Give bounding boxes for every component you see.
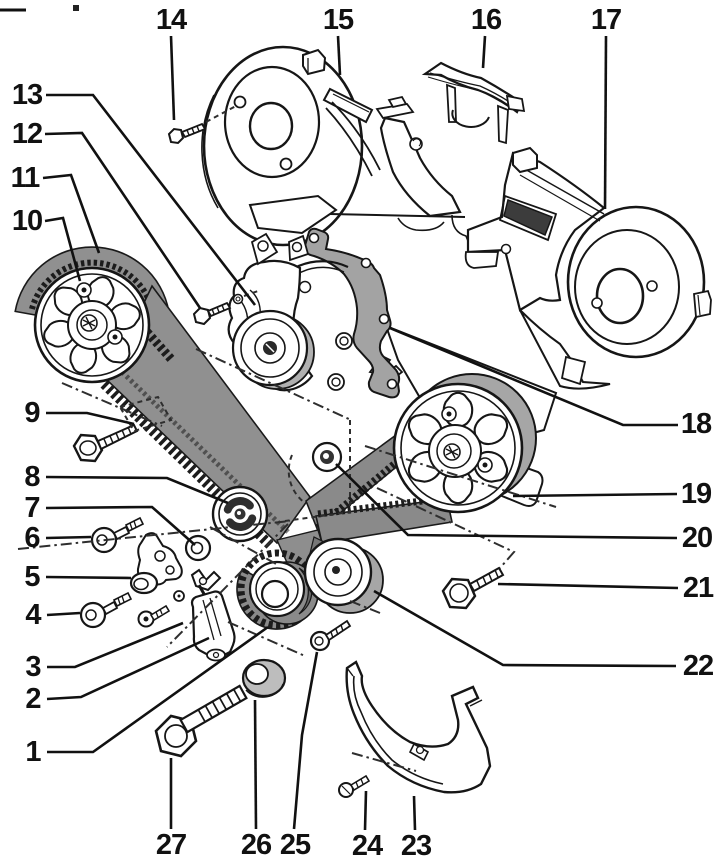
bolt-3 [137,604,171,628]
callout-25-leader [292,651,319,830]
cover-screw-24 [338,774,371,798]
callout-13-leader [46,93,257,306]
callout-label-9: 9 [24,397,40,429]
cover-bolt-14 [167,105,237,145]
callout-11-leader [42,173,101,254]
callout-label-23: 23 [401,830,432,862]
callout-15-leader [336,35,342,76]
callout-23-leader [412,795,417,831]
callout-label-21: 21 [683,572,714,604]
callout-label-26: 26 [241,829,272,861]
callout-5-leader [45,575,132,580]
callout-2-leader [46,636,210,701]
socket-bolt-25 [309,619,352,652]
callout-17-leader [603,35,608,210]
callout-3-leader [47,621,184,669]
callout-8-leader [45,475,229,505]
tensioner-lever [129,532,183,595]
callout-20-leader [335,463,678,540]
callout-label-5: 5 [24,561,40,593]
callout-label-11: 11 [11,162,41,194]
stud-roller-20 [311,441,343,473]
scan-artifacts [0,5,79,12]
callout-label-27: 27 [156,829,186,861]
callout-24-leader [363,790,368,831]
bushing-26 [241,658,287,698]
flange-bolt-21 [441,566,505,610]
callout-9-leader [46,411,135,426]
crankshaft-sprocket [248,560,319,625]
callout-label-17: 17 [591,4,621,36]
callout-10-leader [44,216,82,282]
water-pump [227,227,401,399]
callout-label-7: 7 [24,492,39,524]
callout-label-14: 14 [156,4,187,36]
flange-bolt-9 [72,423,139,463]
callout-4-leader [46,611,81,617]
callout-label-4: 4 [25,599,41,631]
callout-label-20: 20 [682,522,712,554]
idler-roller [303,537,384,614]
callout-16-leader [481,35,487,69]
callout-26-leader [253,699,258,830]
callout-12-leader [44,131,202,309]
lower-timing-cover [345,660,492,794]
callout-label-15: 15 [323,4,354,36]
pump-gasket [302,227,401,399]
right-camshaft-pulley [392,373,537,514]
callout-14-leader [169,35,176,121]
pivot-bolt-6 [90,516,145,554]
crank-bolt-27 [154,684,248,758]
callout-label-22: 22 [683,650,713,682]
callout-label-13: 13 [12,79,43,111]
rear-housing-edge [329,213,471,247]
callout-label-2: 2 [25,683,40,715]
callout-label-3: 3 [25,651,41,683]
callout-label-1: 1 [25,736,41,768]
center-timing-cover [421,61,526,145]
callout-label-8: 8 [24,461,40,493]
callout-6-leader [45,535,92,540]
callout-22-leader [373,589,677,668]
callout-21-leader [497,582,679,590]
callout-label-6: 6 [24,522,40,554]
callout-18-leader [389,326,678,427]
callout-1-leader [47,625,269,754]
callout-label-10: 10 [12,205,42,237]
callout-label-16: 16 [471,4,502,36]
tensioner-pulley [211,485,269,543]
upper-left-timing-cover [201,45,462,247]
callout-7-leader [45,505,196,546]
callout-19-leader [512,492,678,498]
left-camshaft-pulley [33,266,151,384]
hydraulic-tensioner-damper [173,568,236,662]
callout-label-18: 18 [681,408,712,440]
callout-label-25: 25 [280,829,311,861]
upper-right-timing-cover [464,146,712,390]
callout-label-19: 19 [681,478,712,510]
callout-label-12: 12 [12,118,42,150]
pivot-bolt-4 [79,591,133,629]
callout-label-24: 24 [352,830,383,862]
